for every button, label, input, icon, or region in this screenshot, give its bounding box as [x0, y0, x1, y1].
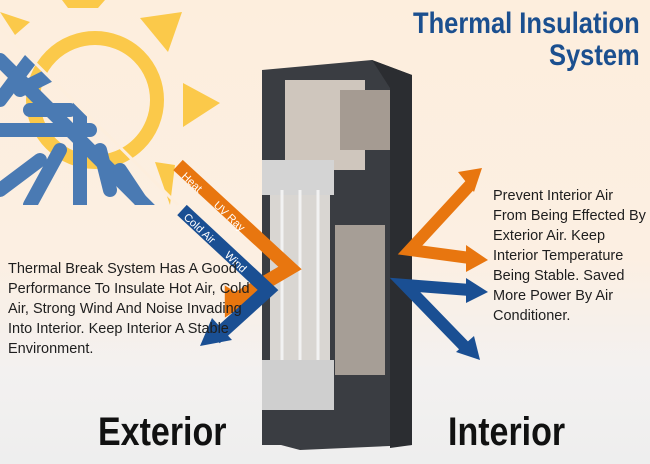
- page-title: Thermal Insulation System: [413, 8, 640, 72]
- left-description: Thermal Break System Has A Good Performa…: [8, 261, 250, 357]
- title-line-2: System: [549, 39, 640, 72]
- exterior-label: Exterior: [98, 410, 227, 454]
- title-line-1: Thermal Insulation: [413, 7, 640, 40]
- heat-arrow: [173, 159, 302, 318]
- interior-label: Interior: [448, 410, 566, 454]
- cold-air-arrow: [177, 204, 279, 346]
- interior-arrows: [389, 168, 488, 360]
- right-description: Prevent Interior Air From Being Effected…: [493, 188, 646, 324]
